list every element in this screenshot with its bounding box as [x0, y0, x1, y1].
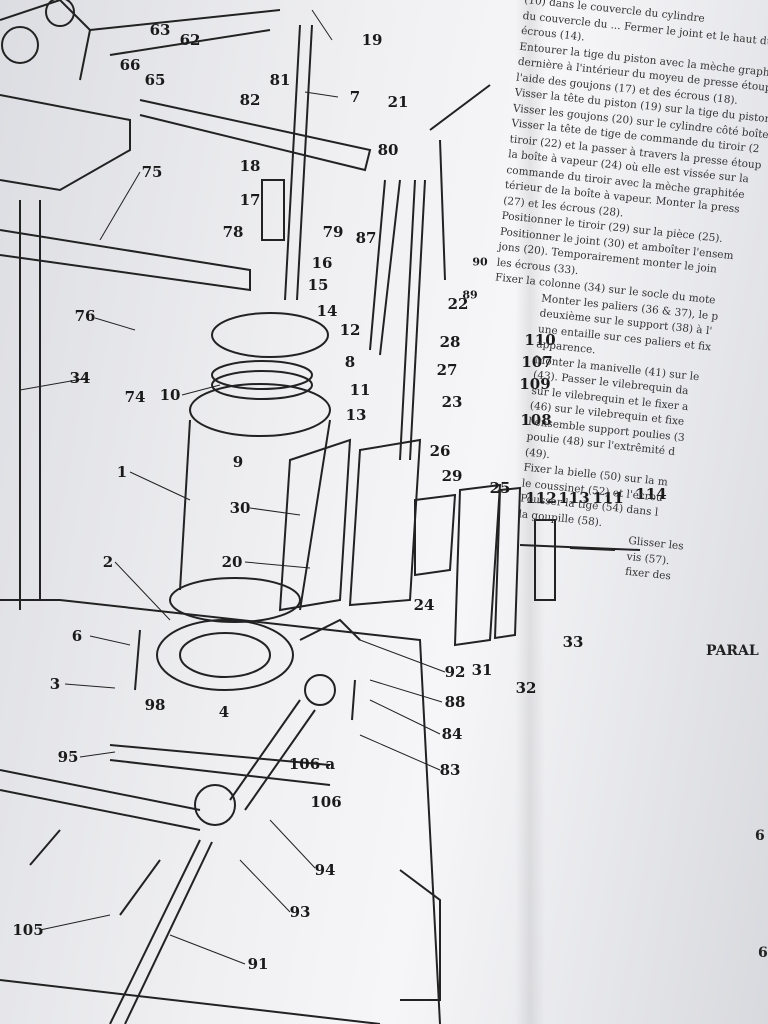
part-label: 12: [339, 321, 361, 339]
part-label: 106: [310, 793, 342, 811]
part-label: 105: [12, 921, 44, 939]
part-label: 109: [519, 375, 551, 393]
part-label: 88: [444, 693, 466, 711]
part-label: 83: [439, 761, 461, 779]
section-heading: PARAL: [706, 643, 759, 659]
part-label: 82: [239, 91, 261, 109]
part-label: 29: [441, 467, 463, 485]
part-label: 108: [520, 411, 552, 429]
part-label: 18: [239, 157, 261, 175]
part-label: 111: [592, 489, 624, 507]
linkage: [0, 618, 361, 1024]
part-label: 79: [322, 223, 344, 241]
part-label: 114: [635, 485, 667, 503]
part-label: 62: [179, 31, 201, 49]
top-bearing: [0, 0, 372, 192]
part-label: 75: [141, 163, 163, 181]
part-label: 76: [74, 307, 96, 325]
part-label: 1: [116, 463, 128, 481]
part-label: 26: [429, 442, 451, 460]
part-label: 2: [102, 553, 114, 571]
part-label: 98: [144, 696, 166, 714]
part-label: 3: [49, 675, 61, 693]
part-label: 78: [222, 223, 244, 241]
leader-lines: [19, 9, 446, 965]
part-label: 4: [218, 703, 230, 721]
part-label: 74: [124, 388, 146, 406]
part-label: 34: [69, 369, 91, 387]
side-number: 6: [758, 945, 768, 961]
base-plate: [0, 599, 441, 1024]
part-label: 31: [471, 661, 493, 679]
part-label: 90: [472, 255, 488, 269]
part-label: 14: [316, 302, 338, 320]
part-label: 6: [71, 627, 83, 645]
part-label: 91: [247, 955, 269, 973]
part-label: 113: [558, 489, 590, 507]
part-label: 94: [314, 861, 336, 879]
steam-chest: [278, 438, 522, 647]
part-label: 84: [441, 725, 463, 743]
part-label: 107: [521, 353, 553, 371]
part-label: 63: [149, 21, 171, 39]
part-label: 17: [239, 191, 261, 209]
column: [0, 200, 251, 610]
part-label: 22: [447, 295, 469, 313]
bolts: [29, 547, 616, 916]
part-label: 66: [119, 56, 141, 74]
part-label: 25: [489, 479, 511, 497]
part-label: 81: [269, 71, 291, 89]
part-label: 32: [515, 679, 537, 697]
valve-rods: [369, 84, 641, 601]
part-label: 8: [344, 353, 356, 371]
part-label: 20: [221, 553, 243, 571]
part-label: 112: [525, 489, 557, 507]
piston-rod: [261, 24, 313, 301]
part-label: 106 a: [288, 755, 336, 773]
part-label: 27: [436, 361, 458, 379]
part-label: 10: [159, 386, 181, 404]
part-label: 87: [355, 229, 377, 247]
part-label: 30: [229, 499, 251, 517]
part-label: 21: [387, 93, 409, 111]
part-label: 89: [462, 288, 478, 302]
part-label: 15: [307, 276, 329, 294]
part-label: 65: [144, 71, 166, 89]
part-label: 9: [232, 453, 244, 471]
part-label: 93: [289, 903, 311, 921]
part-label: 23: [441, 393, 463, 411]
part-label: 28: [439, 333, 461, 351]
part-label: 33: [562, 633, 584, 651]
part-label: 19: [361, 31, 383, 49]
part-label: 110: [524, 331, 556, 349]
part-label: 7: [349, 88, 361, 106]
part-label: 24: [413, 596, 435, 614]
cylinder: [156, 312, 331, 691]
part-label: 92: [444, 663, 466, 681]
part-label: 16: [311, 254, 333, 272]
part-label: 80: [377, 141, 399, 159]
part-label: 95: [57, 748, 79, 766]
part-label: 11: [349, 381, 371, 399]
side-number: 6: [755, 828, 765, 844]
part-label: 13: [345, 406, 367, 424]
